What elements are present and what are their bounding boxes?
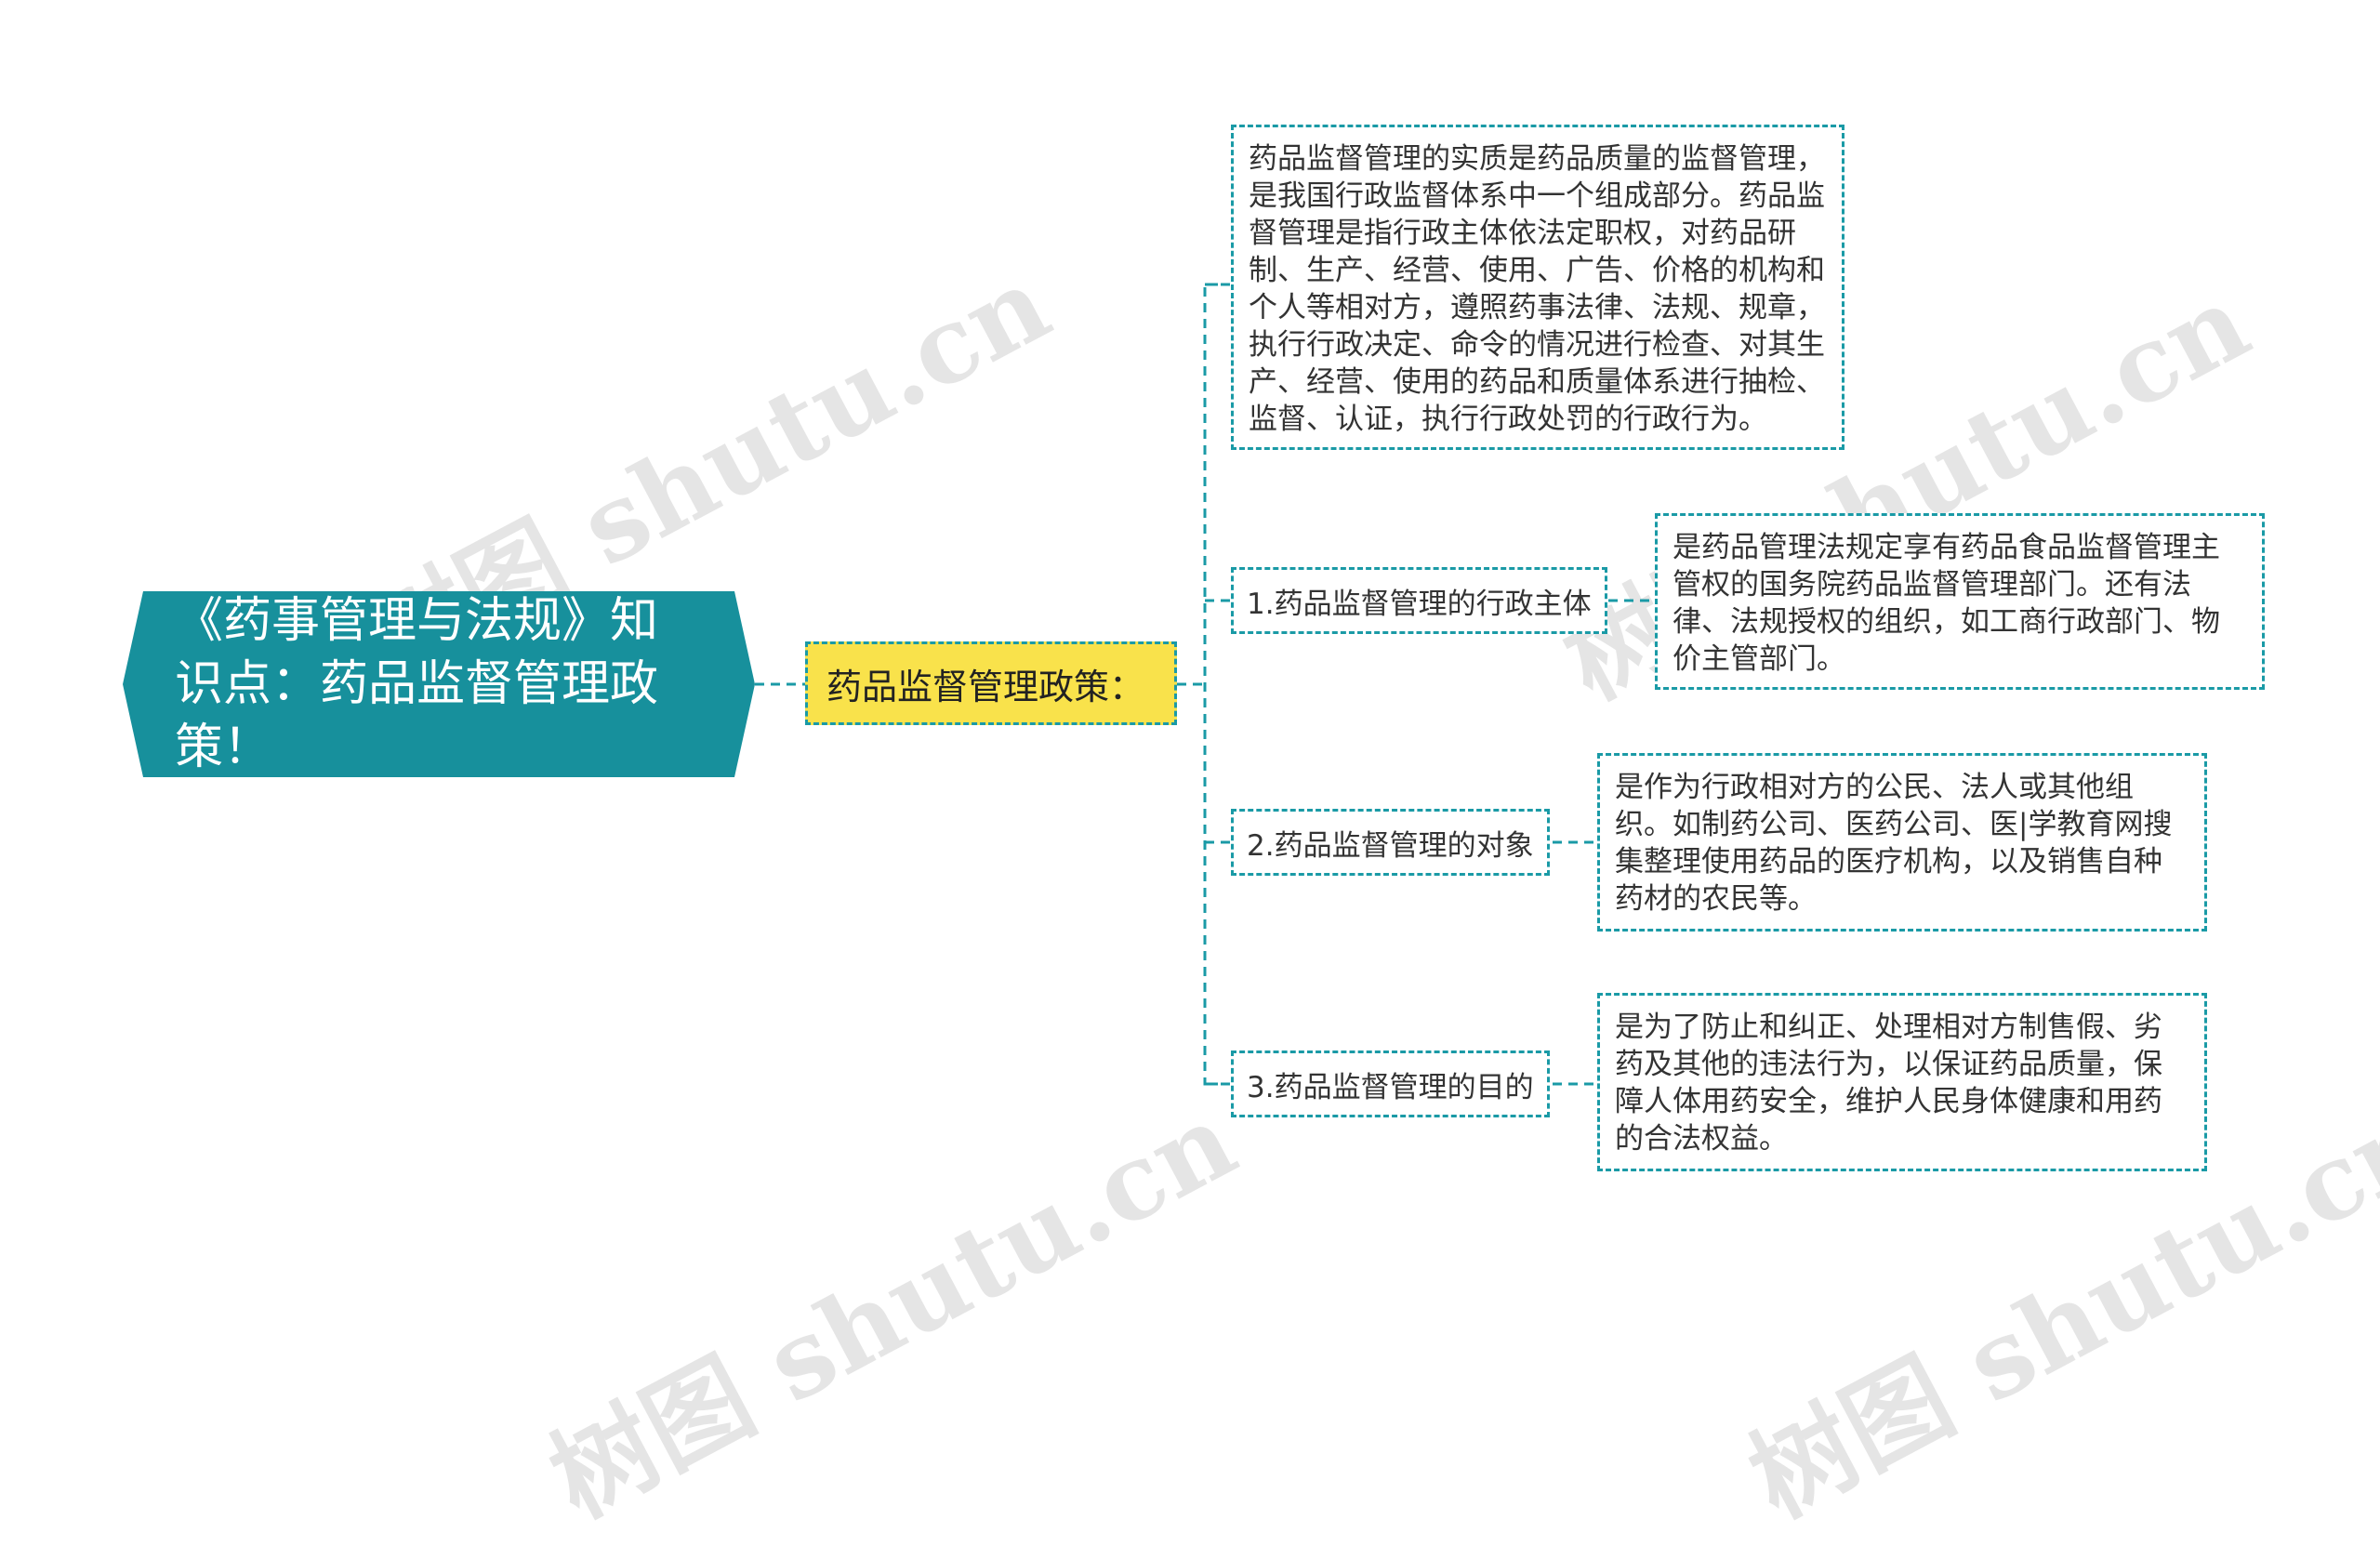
center-node[interactable]: 药品监督管理政策：	[805, 641, 1177, 725]
detail-supervision-purpose[interactable]: 是为了防止和纠正、处理相对方制售假、劣药及其他的违法行为，以保证药品质量，保障人…	[1597, 993, 2207, 1171]
branch-supervision-target[interactable]: 2.药品监督管理的对象	[1231, 809, 1550, 876]
root-node-label: 《药事管理与法规》知识点：药品监督管理政策！	[175, 593, 659, 775]
branch-administrative-subject[interactable]: 1.药品监督管理的行政主体	[1231, 567, 1607, 634]
branch-supervision-purpose[interactable]: 3.药品监督管理的目的	[1231, 1050, 1550, 1117]
connector-lines	[755, 283, 1655, 1086]
top-note-text: 药品监督管理的实质是药品质量的监督管理，是我国行政监督体系中一个组成部分。药品监…	[1249, 142, 1825, 436]
branch-label: 3.药品监督管理的目的	[1247, 1070, 1534, 1104]
detail-text: 是作为行政相对方的公民、法人或其他组织。如制药公司、医药公司、医|学教育网搜集整…	[1615, 771, 2173, 916]
detail-supervision-target[interactable]: 是作为行政相对方的公民、法人或其他组织。如制药公司、医药公司、医|学教育网搜集整…	[1597, 753, 2207, 932]
branch-label: 1.药品监督管理的行政主体	[1247, 587, 1592, 621]
branch-label: 2.药品监督管理的对象	[1247, 828, 1534, 863]
root-node-shape	[123, 591, 755, 777]
top-note-box[interactable]: 药品监督管理的实质是药品质量的监督管理，是我国行政监督体系中一个组成部分。药品监…	[1231, 125, 1844, 450]
detail-text: 是为了防止和纠正、处理相对方制售假、劣药及其他的违法行为，以保证药品质量，保障人…	[1615, 1011, 2162, 1156]
root-node[interactable]: 《药事管理与法规》知识点：药品监督管理政策！	[123, 591, 755, 777]
detail-text: 是药品管理法规定享有药品食品监督管理主管权的国务院药品监督管理部门。还有法律、法…	[1673, 531, 2220, 676]
detail-administrative-subject[interactable]: 是药品管理法规定享有药品食品监督管理主管权的国务院药品监督管理部门。还有法律、法…	[1655, 513, 2265, 690]
center-node-label: 药品监督管理政策：	[826, 666, 1145, 707]
